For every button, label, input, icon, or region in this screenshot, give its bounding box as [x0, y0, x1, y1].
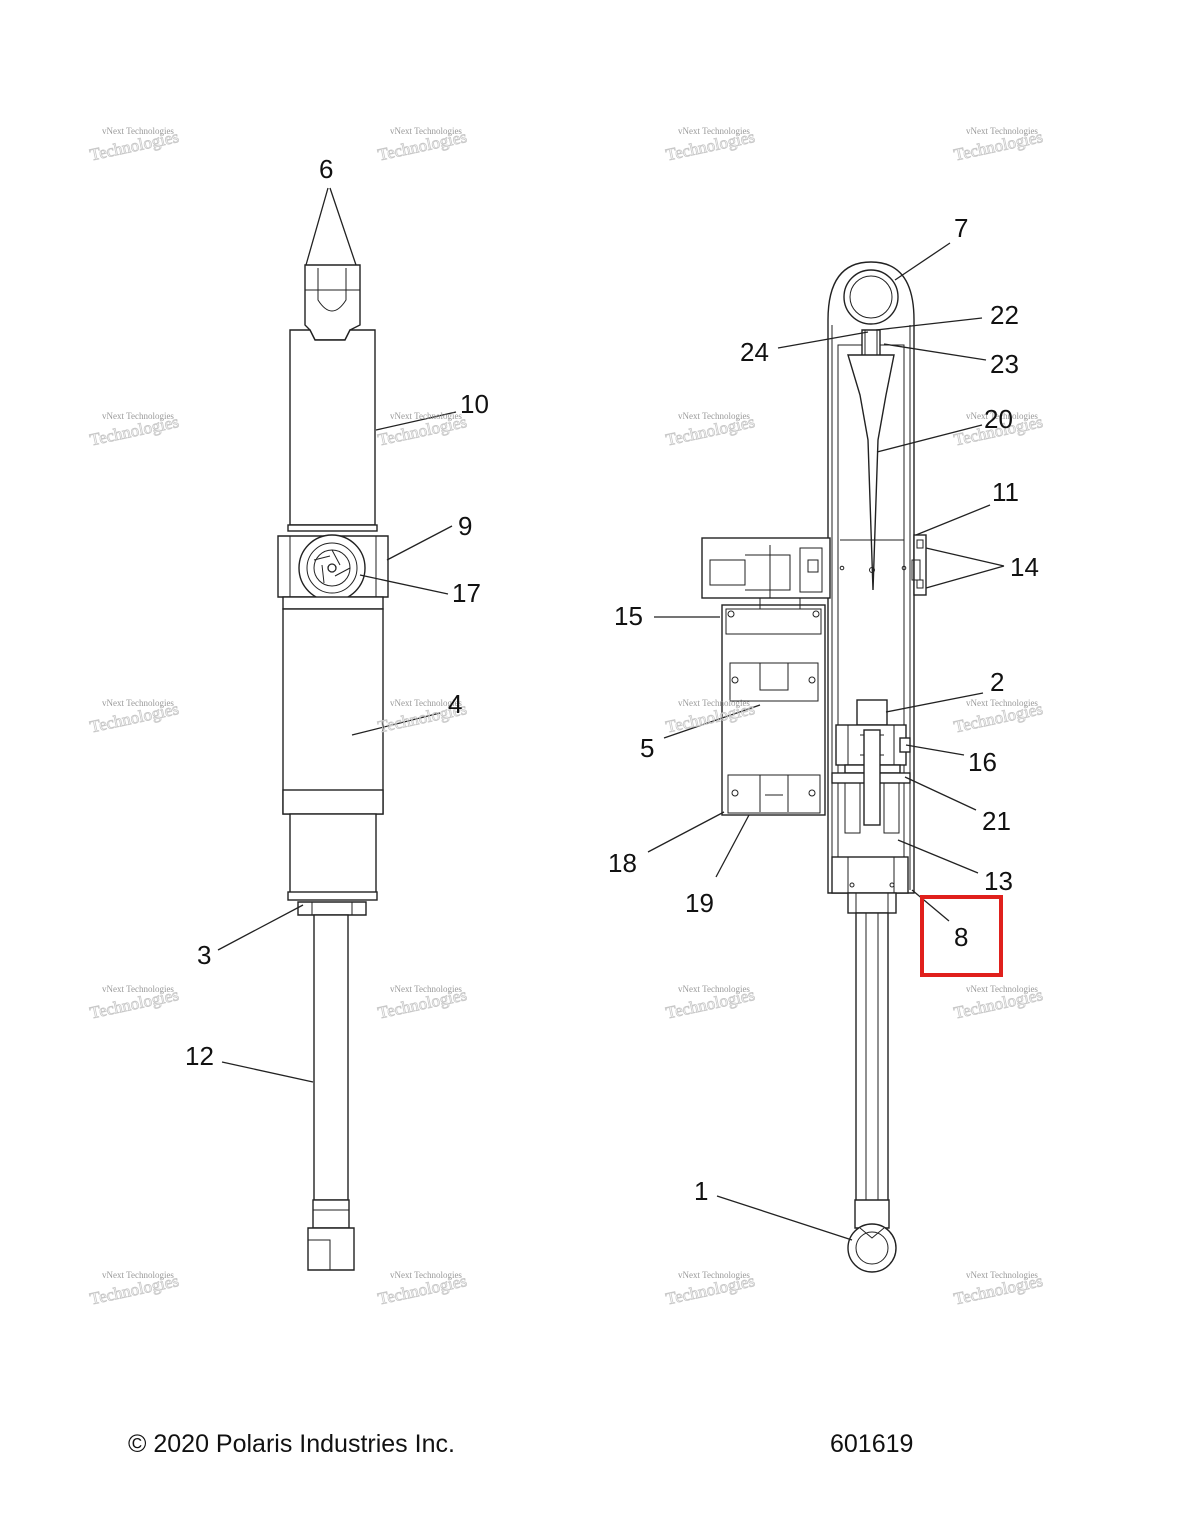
callout-10[interactable]: 10: [460, 389, 489, 419]
callout-18[interactable]: 18: [608, 848, 637, 878]
callout-3[interactable]: 3: [197, 940, 211, 970]
callout-12[interactable]: 12: [185, 1041, 214, 1071]
svg-text:vNext Technologies: vNext Technologies: [678, 1270, 750, 1280]
svg-text:vNext Technologies: vNext Technologies: [390, 984, 462, 994]
callout-labels: 6 10 9 17 4 3 12 7 22 24 23 20 11 14 15 …: [185, 154, 1039, 1206]
svg-text:vNext Technologies: vNext Technologies: [102, 698, 174, 708]
drawing-number: 601619: [830, 1430, 914, 1458]
svg-text:vNext Technologies: vNext Technologies: [390, 411, 462, 421]
callout-7[interactable]: 7: [954, 213, 968, 243]
callout-23[interactable]: 23: [990, 349, 1019, 379]
svg-text:vNext Technologies: vNext Technologies: [678, 984, 750, 994]
callout-20[interactable]: 20: [984, 404, 1013, 434]
svg-text:vNext Technologies: vNext Technologies: [102, 1270, 174, 1280]
callout-4[interactable]: 4: [448, 689, 462, 719]
shock-exterior-view: [277, 264, 389, 1271]
callout-24[interactable]: 24: [740, 337, 769, 367]
svg-text:vNext Technologies: vNext Technologies: [966, 411, 1038, 421]
highlight-box: [920, 895, 1003, 977]
svg-text:vNext Technologies: vNext Technologies: [102, 984, 174, 994]
callout-21[interactable]: 21: [982, 806, 1011, 836]
callout-19[interactable]: 19: [685, 888, 714, 918]
callout-15[interactable]: 15: [614, 601, 643, 631]
svg-text:vNext Technologies: vNext Technologies: [102, 126, 174, 136]
svg-text:vNext Technologies: vNext Technologies: [390, 698, 462, 708]
svg-text:vNext Technologies: vNext Technologies: [966, 698, 1038, 708]
callout-2[interactable]: 2: [990, 667, 1004, 697]
svg-text:vNext Technologies: vNext Technologies: [678, 698, 750, 708]
callout-9[interactable]: 9: [458, 511, 472, 541]
svg-text:vNext Technologies: vNext Technologies: [966, 1270, 1038, 1280]
svg-text:vNext Technologies: vNext Technologies: [678, 126, 750, 136]
svg-text:vNext Technologies: vNext Technologies: [966, 126, 1038, 136]
callout-5[interactable]: 5: [640, 733, 654, 763]
callout-1[interactable]: 1: [694, 1176, 708, 1206]
svg-text:vNext Technologies: vNext Technologies: [390, 1270, 462, 1280]
callout-11[interactable]: 11: [992, 477, 1019, 507]
callout-13[interactable]: 13: [984, 866, 1013, 896]
callout-16[interactable]: 16: [968, 747, 997, 777]
shock-cross-section-view: [701, 261, 927, 1273]
callout-8[interactable]: 8: [954, 922, 968, 952]
callout-14[interactable]: 14: [1010, 552, 1039, 582]
copyright-notice: © 2020 Polaris Industries Inc.: [128, 1430, 455, 1458]
callout-22[interactable]: 22: [990, 300, 1019, 330]
callout-6[interactable]: 6: [319, 154, 333, 184]
svg-text:vNext Technologies: vNext Technologies: [390, 126, 462, 136]
leader-lines: [217, 187, 1005, 1241]
callout-17[interactable]: 17: [452, 578, 481, 608]
svg-text:vNext Technologies: vNext Technologies: [102, 411, 174, 421]
svg-text:vNext Technologies: vNext Technologies: [966, 984, 1038, 994]
svg-text:vNext Technologies: vNext Technologies: [678, 411, 750, 421]
